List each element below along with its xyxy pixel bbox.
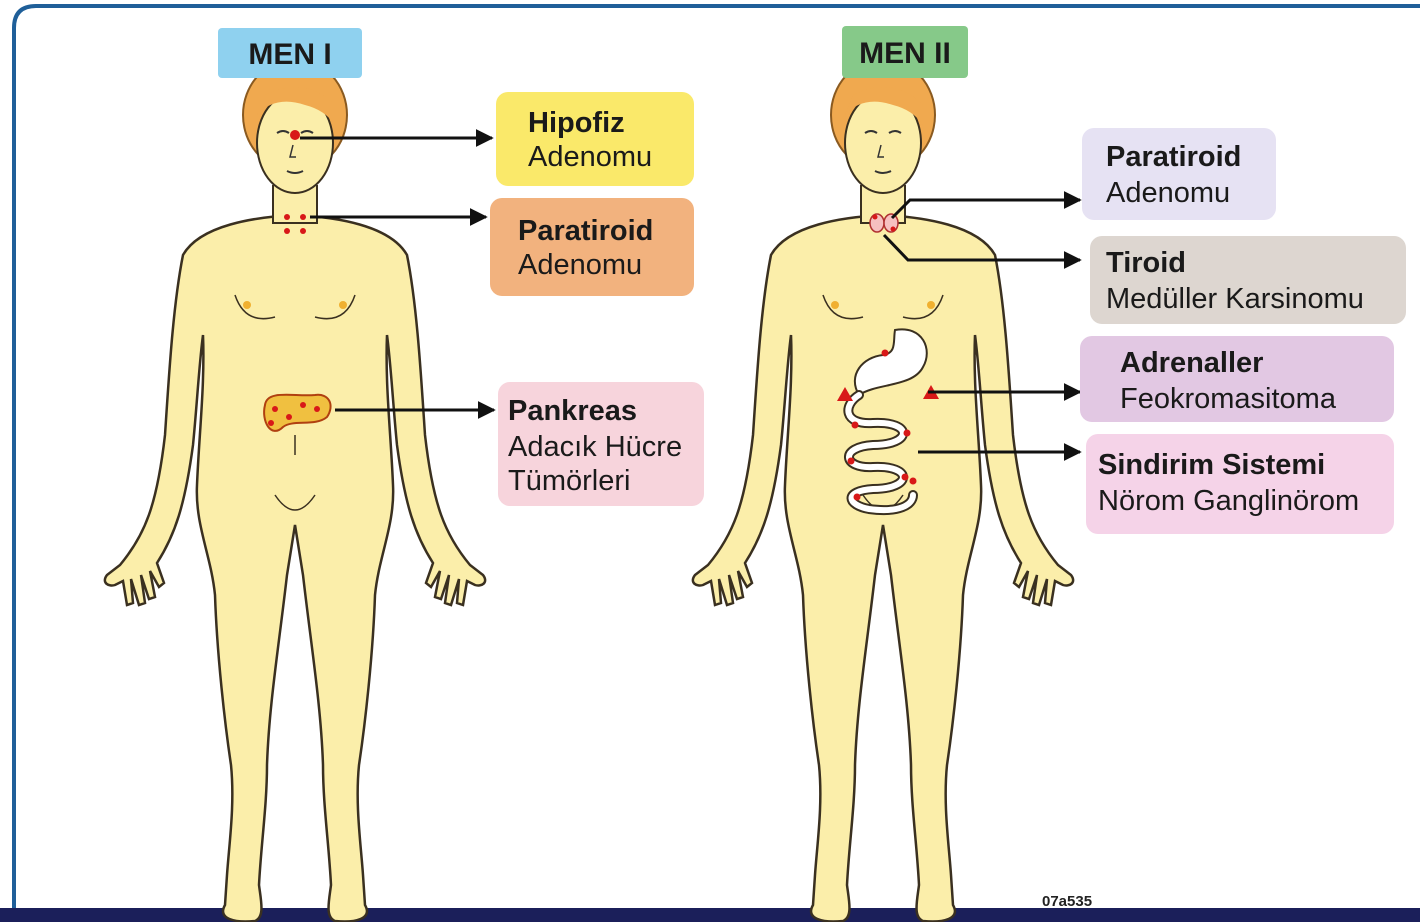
svg-text:Pankreas: Pankreas: [508, 395, 637, 427]
label-paratiroid-men1: Paratiroid Adenomu: [490, 198, 694, 296]
label-paratiroid-men1-line1: Paratiroid: [518, 215, 653, 247]
men1-title: MEN I: [248, 38, 331, 71]
svg-text:Sindirim Sistemi: Sindirim Sistemi: [1098, 449, 1325, 481]
svg-text:Feokromasitoma: Feokromasitoma: [1120, 383, 1337, 415]
label-sindirim-line1: Sindirim Sistemi: [1098, 449, 1325, 481]
label-pankreas-line2: Adacık Hücre: [508, 431, 682, 463]
label-tiroid-line2: Medüller Karsinomu: [1106, 283, 1364, 315]
svg-text:Adenomu: Adenomu: [518, 249, 642, 281]
label-adrenaller-line2: Feokromasitoma: [1120, 383, 1337, 415]
label-pankreas-line3: Tümörleri: [508, 465, 630, 497]
svg-text:Tümörleri: Tümörleri: [508, 465, 630, 497]
label-paratiroid-men2-line2: Adenomu: [1106, 177, 1230, 209]
pituitary-lesion: [290, 130, 300, 140]
label-pankreas-line1: Pankreas: [508, 395, 637, 427]
label-paratiroid-men2: Paratiroid Adenomu: [1082, 128, 1276, 220]
svg-text:Paratiroid: Paratiroid: [1106, 141, 1241, 173]
label-hipofiz-line1: Hipofiz: [528, 107, 625, 139]
label-pankreas: Pankreas Adacık Hücre Tümörleri: [498, 382, 704, 506]
men1-figure: [105, 59, 485, 921]
figure-code: 07a535: [1042, 893, 1092, 910]
men2-figure: [693, 59, 1073, 921]
svg-text:Hipofiz: Hipofiz: [528, 107, 625, 139]
svg-text:Nörom Ganglinörom: Nörom Ganglinörom: [1098, 485, 1359, 517]
label-hipofiz: Hipofiz Adenomu: [496, 92, 694, 186]
svg-text:Paratiroid: Paratiroid: [518, 215, 653, 247]
label-paratiroid-men1-line2: Adenomu: [518, 249, 642, 281]
label-adrenaller-line1: Adrenaller: [1120, 347, 1263, 379]
svg-text:Adenomu: Adenomu: [1106, 177, 1230, 209]
men1-title-badge: MEN I: [218, 28, 362, 78]
label-tiroid-line1: Tiroid: [1106, 247, 1186, 279]
men2-title: MEN II: [859, 37, 951, 70]
svg-text:Medüller Karsinomu: Medüller Karsinomu: [1106, 283, 1364, 315]
label-sindirim-line2: Nörom Ganglinörom: [1098, 485, 1359, 517]
label-adrenaller: Adrenaller Feokromasitoma: [1080, 336, 1394, 422]
men2-title-badge: MEN II: [842, 26, 968, 78]
svg-text:Adacık Hücre: Adacık Hücre: [508, 431, 682, 463]
label-paratiroid-men2-line1: Paratiroid: [1106, 141, 1241, 173]
bottom-bar: [0, 908, 1420, 922]
label-hipofiz-line2: Adenomu: [528, 141, 652, 173]
label-tiroid: Tiroid Medüller Karsinomu: [1090, 236, 1406, 324]
label-sindirim: Sindirim Sistemi Nörom Ganglinörom: [1086, 434, 1394, 534]
svg-text:Adenomu: Adenomu: [528, 141, 652, 173]
svg-text:Tiroid: Tiroid: [1106, 247, 1186, 279]
svg-text:Adrenaller: Adrenaller: [1120, 347, 1263, 379]
